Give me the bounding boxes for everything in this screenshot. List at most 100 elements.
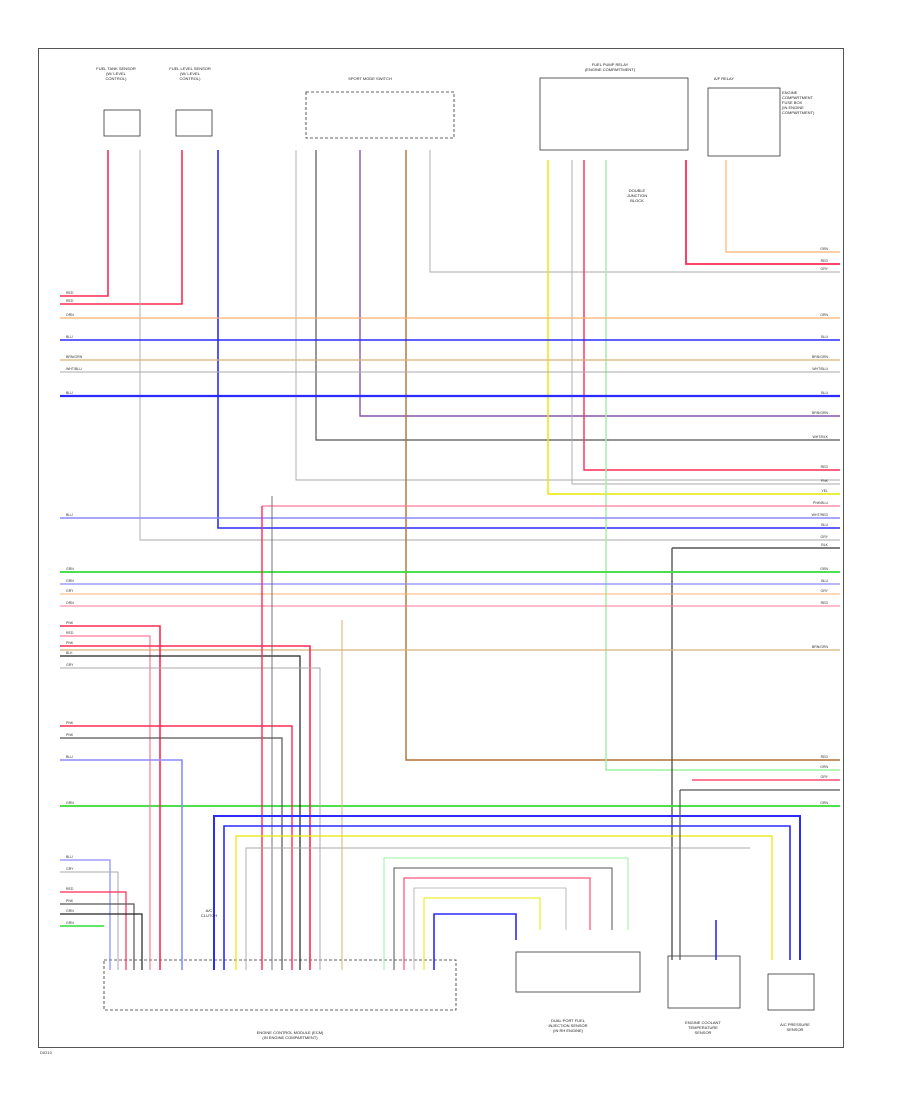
wire-label: PNK bbox=[66, 721, 74, 725]
wire-label: ORN bbox=[820, 313, 828, 317]
wire-lgreen-inj bbox=[383, 857, 629, 970]
wire-label: BLK bbox=[821, 543, 828, 547]
wire-red-inj bbox=[403, 877, 591, 970]
wire-label: GRY bbox=[820, 775, 828, 779]
wire-label: BRN/GRN bbox=[811, 355, 828, 359]
wire-label: YEL bbox=[821, 489, 828, 493]
wire-pink-5 bbox=[60, 635, 151, 970]
wire-label: GRN bbox=[66, 921, 74, 925]
wire-label: RED bbox=[66, 631, 74, 635]
wire-label: GRN bbox=[820, 765, 828, 769]
wire-label: BLU bbox=[66, 755, 73, 759]
wire-gray-6 bbox=[60, 871, 119, 970]
wire-label: RED bbox=[66, 291, 74, 295]
wire-label: WHT/BLK bbox=[812, 435, 828, 439]
wire-blue-bus-1 bbox=[213, 815, 801, 970]
wire-label: BRN/GRN bbox=[811, 411, 828, 415]
wire-label: WHT/BLU bbox=[66, 367, 82, 371]
wire-label: GRN bbox=[66, 579, 74, 583]
wire-label: GRY bbox=[66, 867, 74, 871]
wire-label: PNK bbox=[66, 899, 74, 903]
wire-lblue-3 bbox=[60, 759, 183, 970]
wire-yellow-1 bbox=[547, 160, 840, 495]
sport-mode-switch bbox=[305, 91, 455, 139]
wire-dgray-6 bbox=[60, 903, 135, 970]
wire-red-5 bbox=[60, 625, 161, 970]
sensor-left-label: FUEL TANK SENSOR (W/ LEVEL CONTROL) bbox=[96, 66, 136, 81]
fuel-pump-relay bbox=[539, 77, 689, 151]
ac-pressure-label: A/C PRESSURE SENSOR bbox=[780, 1022, 810, 1032]
switch-block-label: SPORT MODE SWITCH bbox=[348, 76, 392, 81]
wire-gray-4 bbox=[571, 160, 840, 485]
wire-label: GRN bbox=[820, 567, 828, 571]
fuel-tank-sensor bbox=[103, 109, 141, 137]
wire-label: RED bbox=[820, 465, 828, 469]
ecm-label: ENGINE CONTROL MODULE (ECM) (IN ENGINE C… bbox=[256, 1030, 324, 1040]
wire-label: RED bbox=[820, 259, 828, 263]
wire-brown-1 bbox=[405, 150, 840, 761]
wire-label: ORN bbox=[66, 601, 74, 605]
wire-label: PNK bbox=[820, 479, 828, 483]
wire-blue-inj bbox=[433, 913, 517, 970]
wire-label: GRY bbox=[66, 589, 74, 593]
sensor-right-label: FUEL LEVEL SENSOR (W/ LEVEL CONTROL) bbox=[169, 66, 211, 81]
wire-label: RED bbox=[66, 887, 74, 891]
wire-blue-1 bbox=[217, 150, 840, 529]
wire-orange-1 bbox=[725, 160, 840, 253]
fuel-level-sensor bbox=[175, 109, 213, 137]
wire-label: BLU bbox=[821, 579, 828, 583]
junction-label: DOUBLE JUNCTION BLOCK bbox=[626, 188, 648, 203]
wire-red-3 bbox=[583, 160, 840, 471]
wire-label: GRY bbox=[820, 267, 828, 271]
wire-label: RED bbox=[820, 601, 828, 605]
wire-lblue-4 bbox=[60, 859, 111, 970]
wire-label: GRN bbox=[820, 801, 828, 805]
wire-dgray-inj bbox=[393, 867, 613, 970]
wire-label: BLU bbox=[66, 513, 73, 517]
wire-gray-3 bbox=[429, 150, 840, 273]
wire-red-6 bbox=[60, 645, 311, 970]
coolant-sensor-label: ENGINE COOLANT TEMPERATURE SENSOR bbox=[685, 1020, 721, 1035]
small-connector-label: A/C CLUTCH bbox=[200, 908, 218, 918]
wire-label: GRY bbox=[66, 663, 74, 667]
wire-dgray-4 bbox=[60, 737, 283, 970]
wire-label: BLU bbox=[821, 523, 828, 527]
wire-label: BLK bbox=[66, 651, 73, 655]
wire-label: PNK bbox=[66, 733, 74, 737]
wire-label: ORN bbox=[66, 313, 74, 317]
wire-black-1 bbox=[60, 655, 301, 970]
wire-label: RED bbox=[66, 299, 74, 303]
wire-violet-1 bbox=[359, 150, 840, 417]
wire-label: WHT/BLU bbox=[812, 367, 828, 371]
coolant-sensor bbox=[667, 955, 741, 1009]
wire-label: BRN/GRN bbox=[66, 355, 83, 359]
injection-sensor-label: DUAL PORT FUEL INJECTION SENSOR (IN RH E… bbox=[548, 1018, 588, 1033]
wire-label: RED bbox=[820, 755, 828, 759]
wire-label: BLU bbox=[821, 391, 828, 395]
page-id: D0210 bbox=[40, 1050, 52, 1055]
wire-label: WHT/RED bbox=[811, 513, 828, 517]
wire-gray-2 bbox=[295, 150, 840, 481]
right-note-label: ENGINE COMPARTMENT FUSE BOX (IN ENGINE C… bbox=[782, 90, 815, 115]
wire-gray-inj bbox=[413, 887, 567, 970]
wire-red-7 bbox=[60, 725, 293, 970]
wire-label: GRN bbox=[66, 801, 74, 805]
wire-red-9 bbox=[60, 891, 127, 970]
wire-label: PNK/BLU bbox=[813, 501, 828, 505]
wire-label: BRN/GRN bbox=[811, 645, 828, 649]
wire-black-2 bbox=[60, 913, 143, 970]
wire-label: BLU bbox=[821, 335, 828, 339]
wire-red-4 bbox=[685, 160, 840, 265]
wire-label: PNK bbox=[66, 641, 74, 645]
wire-yellow-bus bbox=[235, 835, 773, 970]
ecm-connector bbox=[103, 959, 457, 1011]
wire-gray-1 bbox=[139, 150, 840, 541]
af-relay bbox=[707, 87, 781, 157]
wire-label: GRN bbox=[820, 247, 828, 251]
wire-red-2 bbox=[60, 150, 183, 305]
wire-lgreen-1 bbox=[605, 160, 840, 771]
wire-label: BLU bbox=[66, 855, 73, 859]
wire-label: GRN bbox=[66, 567, 74, 571]
wire-label: GRY bbox=[820, 535, 828, 539]
